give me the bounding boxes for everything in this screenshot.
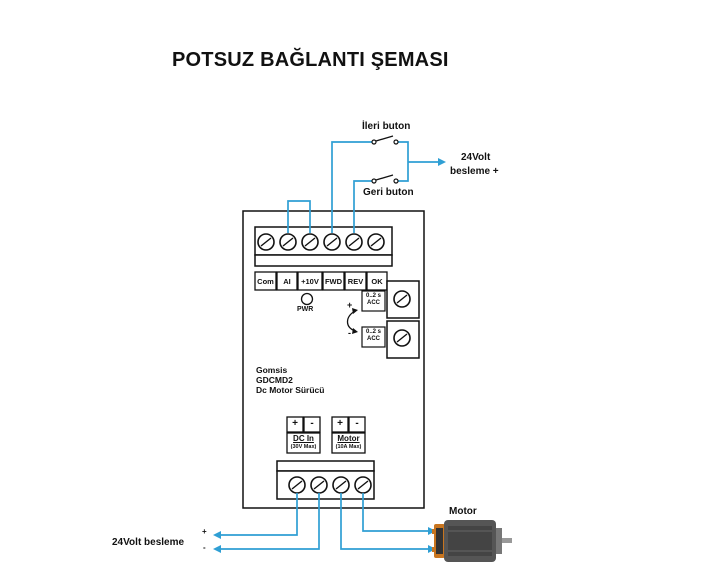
terminal-screw-motor-minus [354,476,372,494]
power-sign-row [286,416,366,454]
terminal-label-ok: OK [371,277,383,286]
motor-out-spec: (10A Max) [335,444,362,450]
device-label: Gomsis GDCMD2 Dc Motor Sürücü [256,365,324,395]
wire-dc-plus [213,493,298,539]
wire-ai-10v-bridge [287,200,311,233]
wire-dc-minus [213,493,320,553]
terminal-screw-motor-plus [332,476,350,494]
pwr-label: PWR [297,306,314,313]
wire-button-common [398,141,409,182]
terminal-screw-dc-minus [310,476,328,494]
acc-trimmer-1 [361,280,420,319]
dc-motor-icon [432,520,512,562]
terminal-label-10v: +10V [301,277,319,286]
forward-button-label: İleri buton [362,121,411,132]
supply-top-line1: 24Volt [461,152,491,163]
motor-minus-sign: - [355,418,359,429]
wire-motor-minus [340,493,436,553]
terminal-screw-ok [367,233,385,251]
acc-plus-sign: + [347,300,353,310]
power-terminal-block [276,460,375,500]
dc-in-label: DC In [293,434,314,443]
wiring [213,141,446,553]
supply-bottom-minus: - [203,543,206,552]
terminal-label-fwd: FWD [324,277,343,286]
motor-label: Motor [449,506,477,517]
supply-top-line2: besleme + [450,166,499,177]
wire-rev [353,180,372,233]
wire-motor-plus [362,493,436,535]
top-terminal-block [254,226,393,267]
pwr-led-icon [300,292,314,306]
acc-1-text: 0..2 s ACC [362,293,385,307]
device-description: Dc Motor Sürücü [256,385,325,395]
terminal-label-row [254,271,388,291]
acc-1-line1: 0..2 s [365,293,381,299]
terminal-screw-rev [345,233,363,251]
acc-trimmer-2 [361,320,420,359]
supply-bottom-label: 24Volt besleme [112,537,185,548]
terminal-label-rev: REV [347,277,364,286]
terminal-label-ai: AI [283,277,291,286]
acc-minus-sign: - [348,328,351,338]
device-brand: Gomsis [256,365,288,375]
motor-plus-sign: + [337,418,343,429]
acc-1-line2: ACC [367,300,380,306]
terminal-screw-ai [279,233,297,251]
reverse-button-switch-icon [371,174,399,184]
dc-in-spec: (30V Max) [290,444,317,450]
motor-out-label-box: Motor (10A Max) [332,434,365,452]
terminal-screw-10v [301,233,319,251]
device-model: GDCMD2 [256,375,293,385]
supply-bottom-plus: + [202,527,207,536]
wire-fwd [331,141,372,233]
terminal-screw-dc-plus [288,476,306,494]
acc-2-text: 0..2 s ACC [362,329,385,343]
forward-button-switch-icon [371,135,399,145]
diagram-title: POTSUZ BAĞLANTI ŞEMASI [172,49,449,71]
acc-2-line2: ACC [367,336,380,342]
reverse-button-label: Geri buton [363,187,414,198]
motor-out-label: Motor [337,434,360,443]
acc-2-line1: 0..2 s [365,329,381,335]
terminal-screw-fwd [323,233,341,251]
dc-in-label-box: DC In (30V Max) [287,434,320,452]
terminal-screw-com [257,233,275,251]
dc-minus-sign: - [310,418,314,429]
dc-plus-sign: + [292,418,298,429]
terminal-label-com: Com [257,277,274,286]
